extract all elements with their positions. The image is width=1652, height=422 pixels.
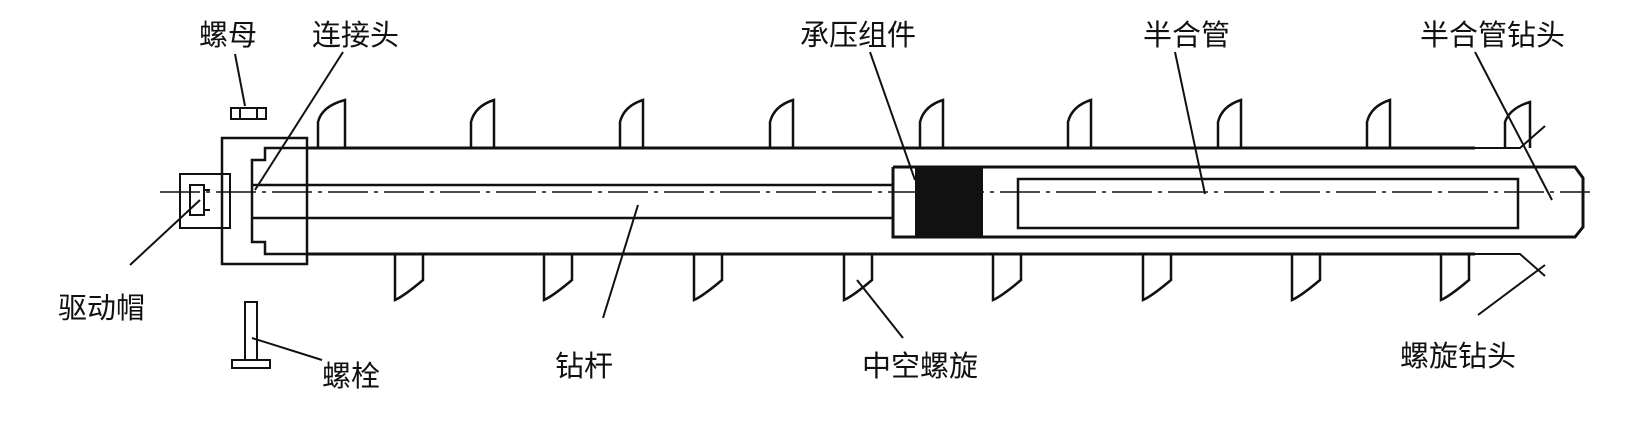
leader-lines bbox=[129, 51, 1553, 361]
label-half-pipe: 半合管 bbox=[1143, 18, 1230, 52]
connector-shape bbox=[220, 136, 309, 266]
label-nut: 螺母 bbox=[199, 18, 257, 52]
label-spiral-bit: 螺旋钻头 bbox=[1400, 339, 1516, 373]
half-pipe-housing bbox=[891, 165, 1585, 239]
spiral-flights-bottom bbox=[393, 254, 1471, 302]
label-connector: 连接头 bbox=[312, 18, 399, 52]
label-hollow-spiral: 中空螺旋 bbox=[862, 349, 978, 383]
outer-pipe bbox=[307, 146, 1475, 256]
half-pipe-inner bbox=[1016, 177, 1520, 230]
label-drill-rod: 钻杆 bbox=[555, 349, 613, 383]
spiral-bit-shape bbox=[1475, 125, 1546, 277]
drill-rod-shape bbox=[252, 183, 893, 220]
label-drive-cap: 驱动帽 bbox=[58, 291, 145, 325]
label-half-pipe-bit: 半合管钻头 bbox=[1420, 18, 1565, 52]
spiral-flights-top bbox=[316, 98, 1532, 148]
label-pressure-assembly: 承压组件 bbox=[800, 18, 916, 52]
bolt-shape bbox=[231, 301, 271, 369]
pressure-assembly-block bbox=[915, 168, 983, 236]
drive-cap-shape bbox=[179, 173, 231, 229]
label-bolt: 螺栓 bbox=[322, 359, 380, 393]
nut-shape bbox=[230, 107, 267, 120]
